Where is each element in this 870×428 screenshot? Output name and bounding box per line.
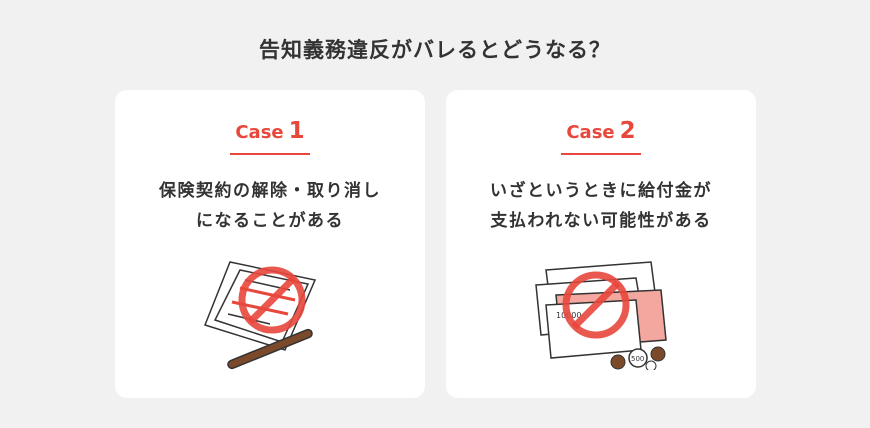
divider [561,153,641,155]
desc-line: になることがある [196,211,344,231]
desc-line: 保険契約の解除・取り消し [159,181,381,201]
case-word: Case [235,122,284,143]
case-number: 2 [619,118,636,144]
case-description: いざというときに給付金が支払われない可能性がある [446,176,756,236]
case-word: Case [566,122,615,143]
desc-line: 支払われない可能性がある [490,211,712,231]
page-title: 告知義務違反がバレるとどうなる？ [259,38,611,62]
contract-prohibited-icon [204,261,317,370]
case-number: 1 [288,118,305,144]
case-description: 保険契約の解除・取り消しになることがある [115,176,425,236]
money-prohibited-icon: 10000 500 [535,261,667,370]
desc-line: いざというときに給付金が [490,181,712,201]
divider [230,153,310,155]
coin-text: 500 [631,355,644,363]
